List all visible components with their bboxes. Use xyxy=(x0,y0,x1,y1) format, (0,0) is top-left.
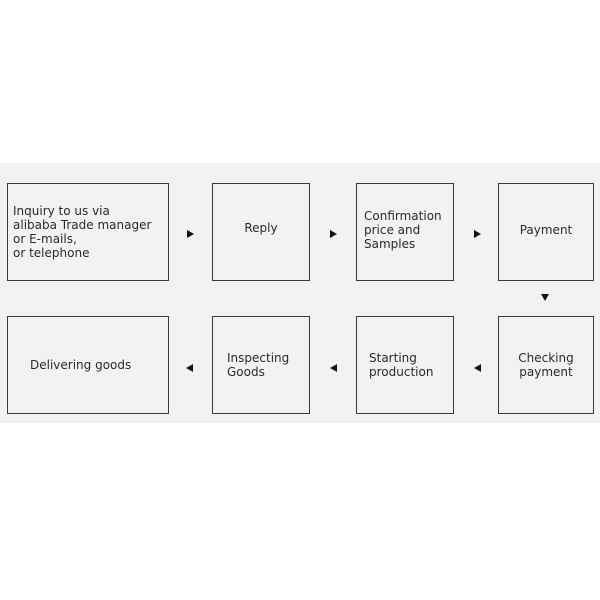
step-starting-box: Starting production xyxy=(356,316,454,414)
arrow-down-icon xyxy=(541,294,549,301)
step-payment-box: Payment xyxy=(498,183,594,281)
step-checking-label: Checking payment xyxy=(518,351,574,379)
step-inquiry-label: Inquiry to us via alibaba Trade manager … xyxy=(13,204,152,260)
step-delivering-box: Delivering goods xyxy=(7,316,169,414)
step-checking-box: Checking payment xyxy=(498,316,594,414)
arrow-right-icon xyxy=(187,230,194,238)
step-reply-box: Reply xyxy=(212,183,310,281)
step-inquiry-box: Inquiry to us via alibaba Trade manager … xyxy=(7,183,169,281)
step-confirmation-label: Confirmation price and Samples xyxy=(364,209,442,251)
step-reply-label: Reply xyxy=(244,221,278,235)
step-starting-label: Starting production xyxy=(369,351,434,379)
step-inspecting-label: Inspecting Goods xyxy=(227,351,290,379)
step-confirmation-box: Confirmation price and Samples xyxy=(356,183,454,281)
arrow-left-icon xyxy=(186,364,193,372)
arrow-left-icon xyxy=(474,364,481,372)
step-payment-label: Payment xyxy=(519,223,573,237)
arrow-right-icon xyxy=(474,230,481,238)
arrow-right-icon xyxy=(330,230,337,238)
arrow-left-icon xyxy=(330,364,337,372)
step-delivering-label: Delivering goods xyxy=(30,358,132,372)
step-inspecting-box: Inspecting Goods xyxy=(212,316,310,414)
